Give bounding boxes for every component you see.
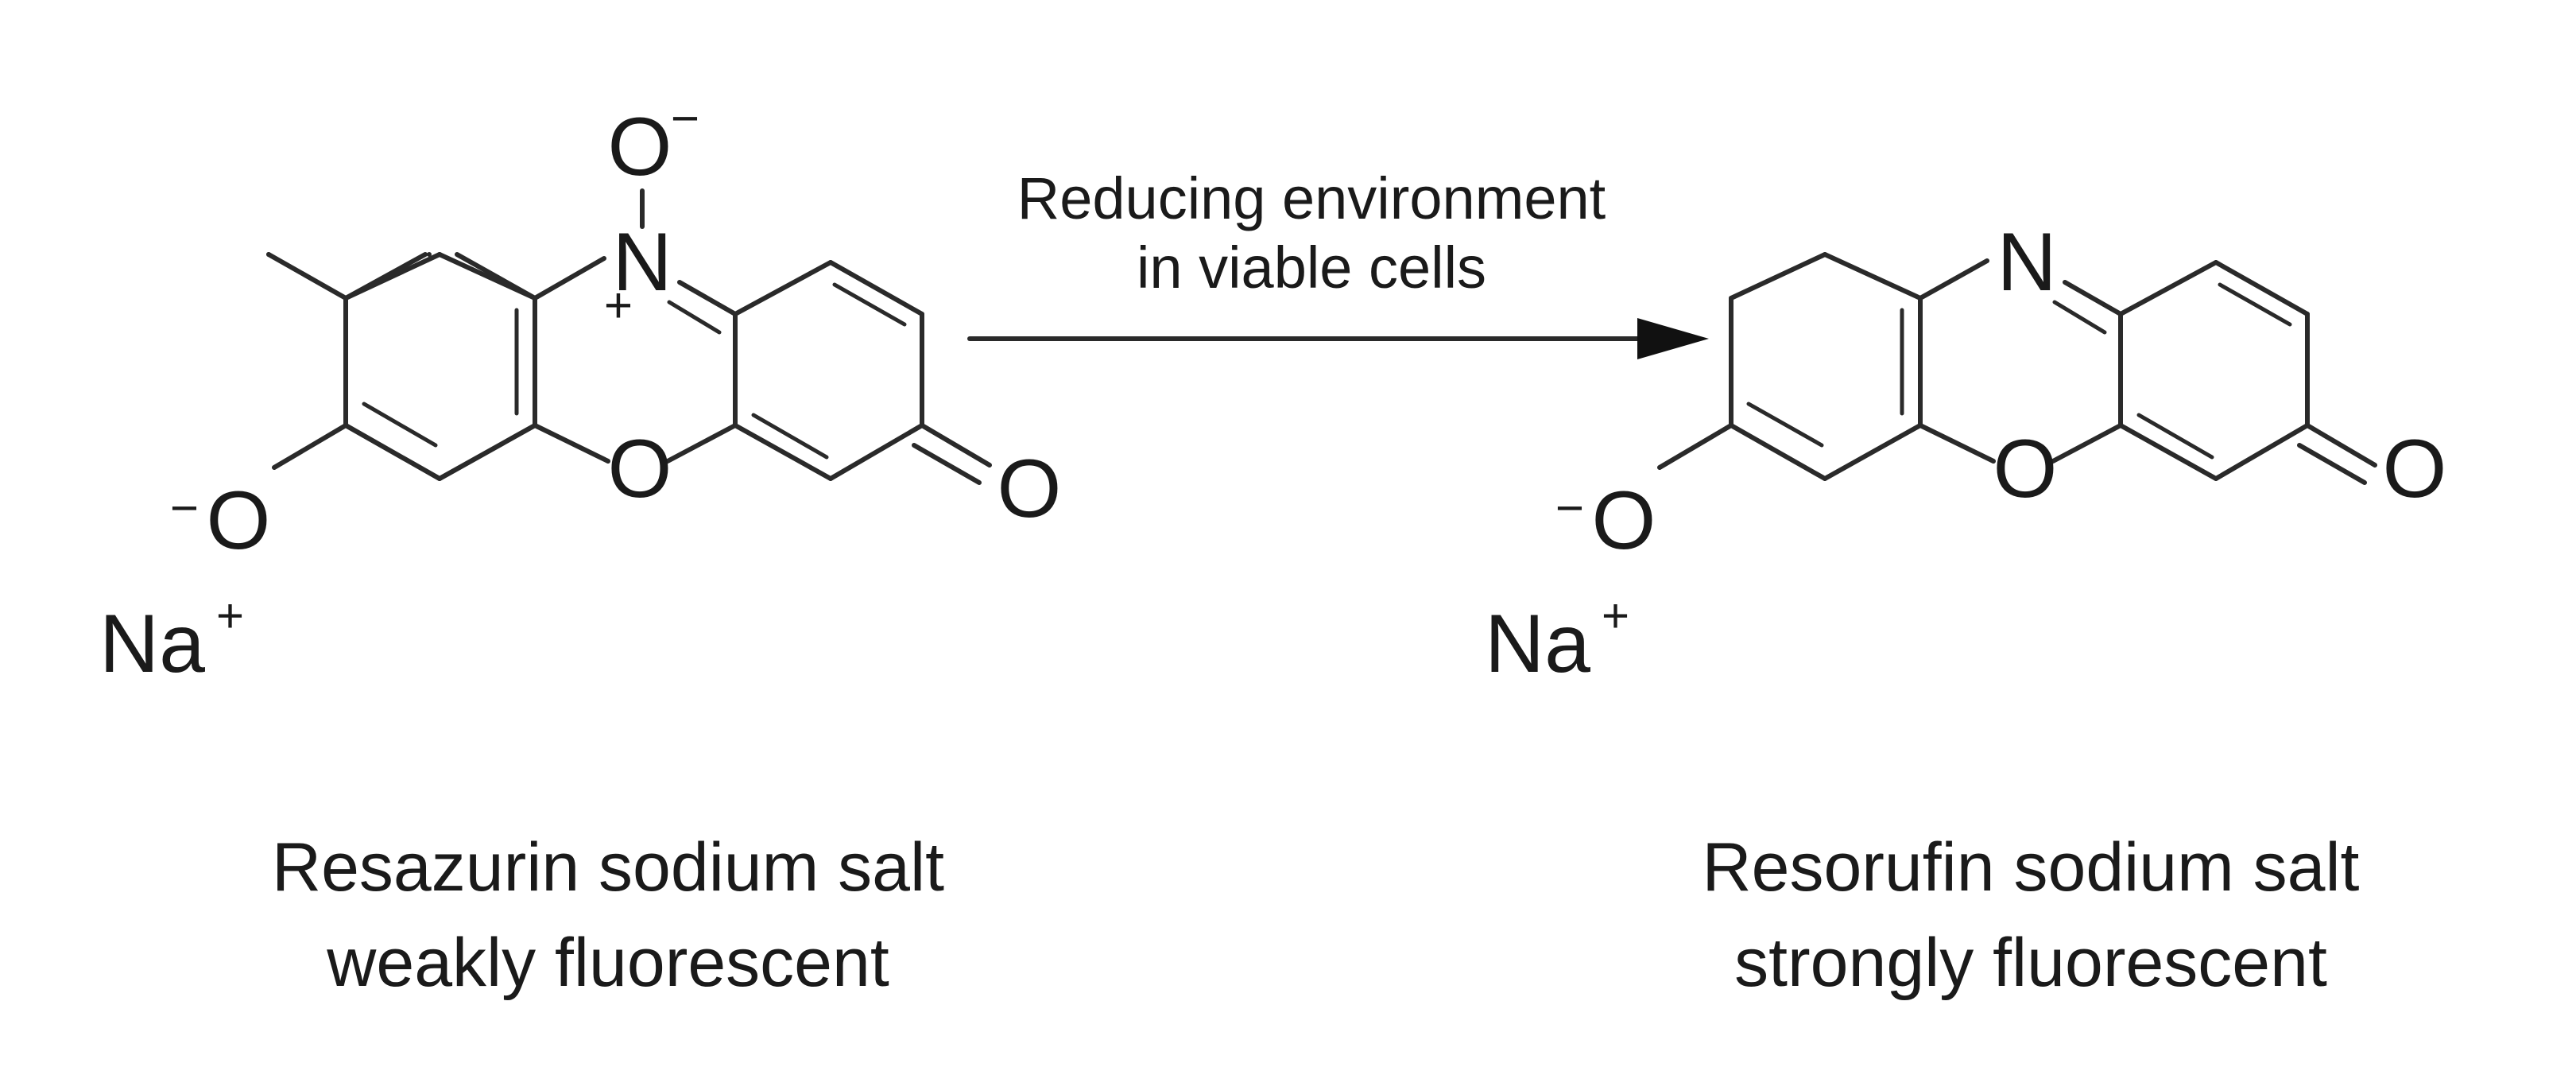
bond-c-o-phenolate: [1657, 423, 1733, 470]
resazurin-charge-minus-top: −: [671, 91, 699, 146]
resazurin-name: Resazurin sodium salt: [272, 829, 944, 906]
bond: [2214, 423, 2310, 481]
bond-carbonyl-double: [2297, 443, 2367, 485]
bond-c-o-phenolate: [272, 423, 348, 470]
bond: [1823, 252, 1923, 301]
bond: [733, 423, 833, 481]
bond: [266, 252, 348, 301]
resorufin-fluorescence: strongly fluorescent: [1734, 925, 2327, 1001]
resazurin-counter-ion: Na: [99, 598, 205, 690]
bond: [1823, 423, 1923, 481]
bond-c-o: [533, 423, 610, 464]
bond-double-inner: [751, 413, 829, 460]
resorufin-structure: [1657, 252, 2377, 485]
bond-double-inner: [2052, 300, 2107, 335]
bond-n-c: [2063, 280, 2123, 316]
bond: [437, 252, 537, 301]
bond-c-o: [665, 423, 738, 464]
bond: [2214, 260, 2310, 316]
resazurin-ring-a: [343, 252, 537, 481]
resorufin-atom-o-carbonyl: O: [2383, 423, 2447, 515]
bond-double-inner: [2218, 282, 2292, 327]
resorufin-atom-o-ring: O: [1993, 423, 2058, 515]
resorufin-charge-minus-phenolate: −: [1555, 481, 1584, 536]
bond: [343, 252, 442, 301]
resazurin-atom-n: N: [612, 216, 672, 308]
resazurin-charge-plus: +: [604, 278, 633, 333]
reaction-condition-line1: Reducing environment: [1017, 165, 1606, 231]
reaction-condition-line2: in viable cells: [1137, 235, 1486, 301]
bond-c-o: [2051, 423, 2123, 464]
bond-double-inner: [1746, 402, 1824, 448]
bond: [2118, 260, 2218, 316]
bond: [2118, 423, 2218, 481]
bond-double-inner: [667, 300, 722, 335]
bond-double-inner: [832, 282, 907, 327]
bond: [828, 423, 924, 481]
bond-double-inner: [362, 402, 438, 448]
bond-double-inner: [2136, 413, 2214, 460]
resazurin-atom-o-phenolate: O: [207, 475, 271, 567]
resazurin-atom-o-top: O: [608, 101, 672, 193]
resorufin-counter-ion-charge: +: [1602, 589, 1629, 642]
resorufin-name: Resorufin sodium salt: [1702, 829, 2360, 906]
reaction-arrow: [967, 318, 1709, 359]
bond-n-c: [677, 280, 738, 316]
bond: [437, 423, 537, 481]
bond-carbonyl-double: [912, 443, 982, 485]
resorufin-atom-n: N: [1997, 216, 2056, 308]
resazurin-atom-o-carbonyl: O: [997, 443, 1062, 535]
arrow-head: [1637, 318, 1709, 359]
resazurin-atom-o-ring: O: [608, 423, 672, 515]
bond-carbonyl: [920, 423, 992, 468]
resorufin-atom-o-phenolate: O: [1592, 475, 1656, 567]
bond: [828, 260, 924, 316]
bond-carbonyl: [2305, 423, 2377, 468]
bond-c-o: [1918, 423, 1996, 464]
bond: [1729, 423, 1827, 481]
resazurin-charge-minus-phenolate: −: [170, 481, 199, 536]
bond-c-n: [533, 256, 606, 301]
bond: [733, 260, 833, 316]
resorufin-counter-ion: Na: [1485, 598, 1590, 690]
resazurin-counter-ion-charge: +: [216, 589, 244, 642]
resazurin-structure: [266, 188, 992, 485]
bond-c-n: [1918, 258, 1989, 301]
resazurin-fluorescence: weakly fluorescent: [326, 925, 889, 1001]
bond: [1729, 252, 1827, 301]
bond: [343, 423, 442, 481]
